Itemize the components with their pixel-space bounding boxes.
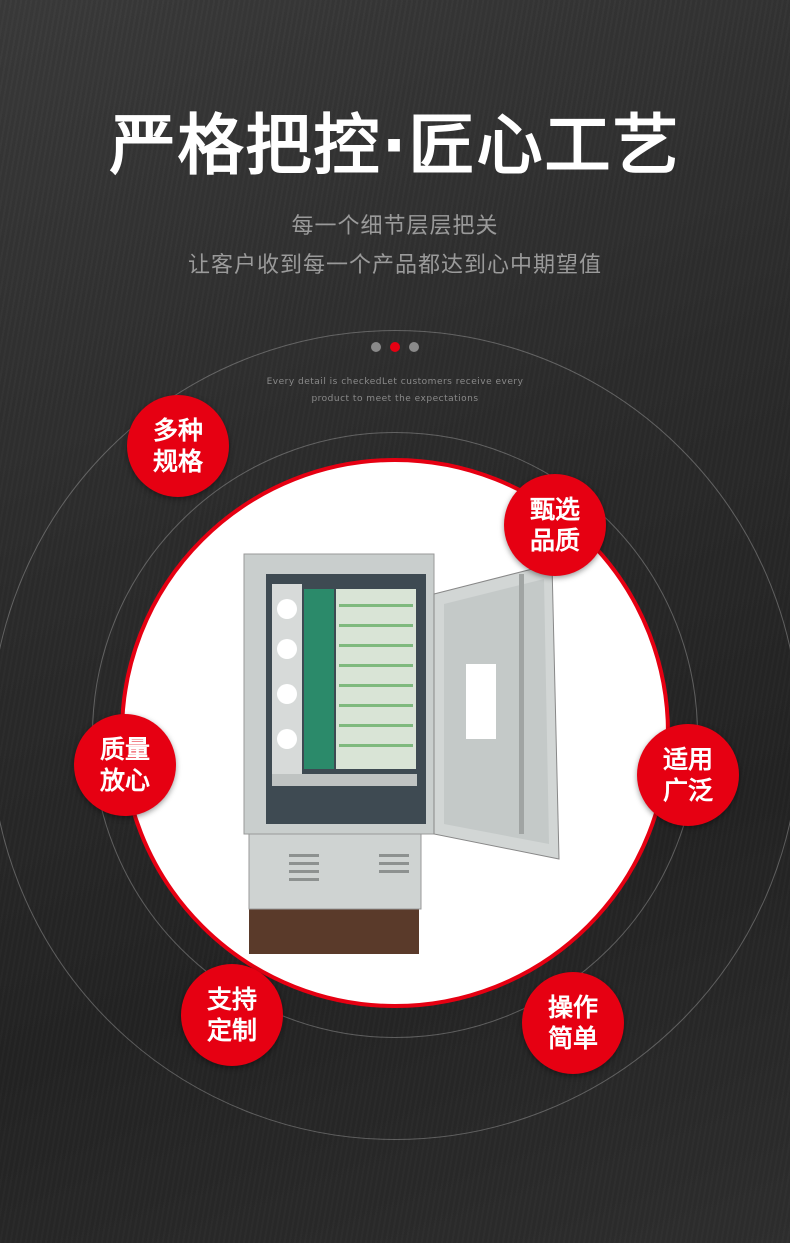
decorative-ring-outer bbox=[0, 330, 790, 1140]
english-line-2: product to meet the expectations bbox=[311, 394, 479, 404]
badge-quality-assured: 质量放心 bbox=[74, 714, 176, 816]
badge-text: 适用 bbox=[662, 745, 713, 774]
badge-text: 多种 bbox=[152, 416, 203, 445]
badge-text: 质量 bbox=[99, 735, 150, 764]
carousel-dot[interactable] bbox=[371, 342, 381, 352]
carousel-dot-active[interactable] bbox=[390, 342, 400, 352]
badge-text: 简单 bbox=[547, 1024, 598, 1053]
badge-text: 甄选 bbox=[529, 495, 580, 524]
subtitle-line-2: 让客户收到每一个产品都达到心中期望值 bbox=[187, 253, 602, 278]
carousel-dots bbox=[371, 342, 419, 352]
english-line-1: Every detail is checkedLet customers rec… bbox=[266, 377, 524, 387]
badge-text: 品质 bbox=[529, 526, 580, 555]
fiber-cabinet-image bbox=[243, 553, 560, 954]
badge-customizable: 支持定制 bbox=[181, 964, 283, 1066]
badge-text: 操作 bbox=[547, 993, 598, 1022]
badge-various-specs: 多种规格 bbox=[127, 395, 229, 497]
badge-text: 广泛 bbox=[662, 776, 713, 805]
badge-text: 规格 bbox=[152, 447, 203, 476]
product-photo-circle bbox=[120, 458, 670, 1008]
badge-text: 放心 bbox=[99, 766, 150, 795]
badge-selected-quality: 甄选品质 bbox=[504, 474, 606, 576]
page-title: 严格把控·匠心工艺 bbox=[109, 107, 681, 184]
badge-text: 支持 bbox=[206, 985, 257, 1014]
subtitle-line-1: 每一个细节层层把关 bbox=[291, 214, 499, 239]
carousel-dot[interactable] bbox=[409, 342, 419, 352]
badge-easy-operation: 操作简单 bbox=[522, 972, 624, 1074]
badge-text: 定制 bbox=[206, 1016, 257, 1045]
badge-wide-application: 适用广泛 bbox=[637, 724, 739, 826]
